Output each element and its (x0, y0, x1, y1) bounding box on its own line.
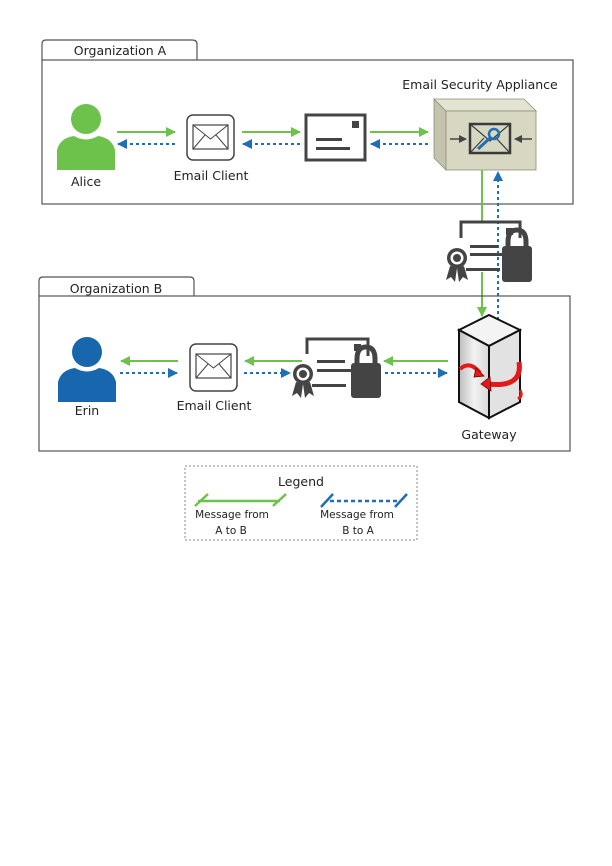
org-a-container: Organization A (41, 39, 574, 205)
legend: Legend Message from A to B Message from … (184, 465, 418, 541)
legend-a-to-b-label: A to B (215, 525, 247, 537)
legend-b-to-a-label: Message from (320, 509, 394, 521)
email-security-appliance-icon (433, 98, 537, 171)
gateway-server-icon (456, 313, 523, 420)
signed-encrypted-message-icon (292, 337, 381, 398)
alice-label: Alice (71, 174, 101, 189)
signed-encrypted-message-icon (446, 220, 532, 282)
gateway-label: Gateway (461, 427, 517, 442)
email-client-a-label: Email Client (174, 168, 249, 183)
email-client-icon (186, 114, 235, 161)
alice-user-icon (57, 104, 115, 170)
org-a-title: Organization A (74, 43, 167, 58)
legend-title: Legend (278, 474, 324, 489)
legend-a-to-b-line (194, 493, 287, 507)
erin-user-icon (58, 337, 116, 402)
legend-b-to-a-label: B to A (342, 525, 374, 537)
appliance-label: Email Security Appliance (402, 77, 558, 92)
org-b-container: Organization B (38, 276, 571, 452)
legend-b-to-a-line (320, 493, 408, 508)
org-b-title: Organization B (70, 281, 162, 296)
erin-label: Erin (75, 403, 99, 418)
email-client-icon (189, 343, 238, 392)
envelope-message-icon (304, 113, 367, 162)
legend-a-to-b-label: Message from (195, 509, 269, 521)
email-client-b-label: Email Client (177, 398, 252, 413)
